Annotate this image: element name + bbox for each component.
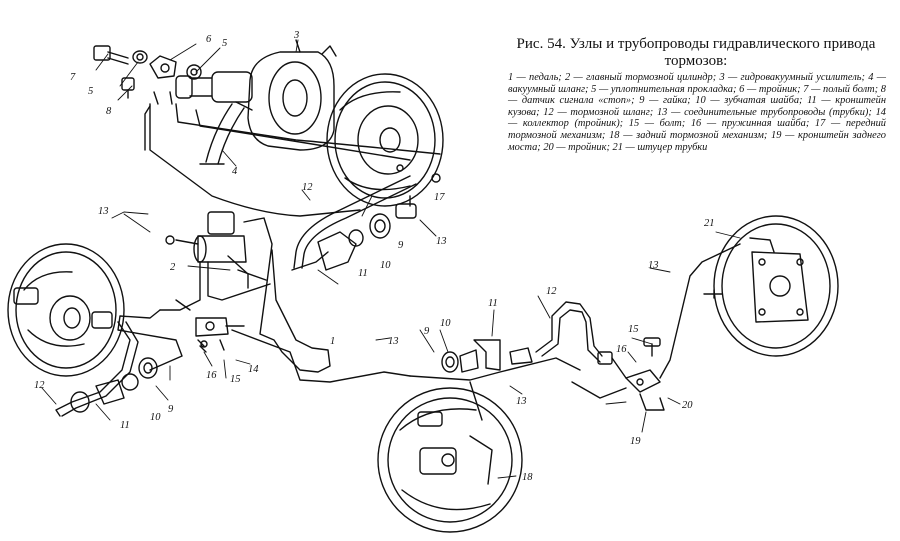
- callout-7: 7: [70, 72, 76, 83]
- callout-11-rear: 11: [488, 298, 498, 309]
- callout-10-left: 10: [150, 412, 161, 423]
- callout-21: 21: [704, 218, 715, 229]
- callout-16-rear: 16: [616, 344, 627, 355]
- callout-9-left: 9: [168, 404, 174, 415]
- rear-bracket-group: [441, 339, 533, 373]
- vacuum-booster: [175, 39, 337, 151]
- vacuum-hose: [199, 101, 253, 165]
- collector-tee: [175, 299, 245, 337]
- tee-fitting-group: [93, 45, 202, 105]
- callout-15-left: 15: [230, 374, 241, 385]
- callout-11-left: 11: [120, 420, 130, 431]
- front-left-brake-mechanism: [7, 243, 125, 377]
- brake-pedal: [227, 217, 331, 373]
- callout-11-front: 11: [358, 268, 368, 279]
- pipe-left-long: [149, 103, 361, 217]
- callout-4: 4: [232, 166, 238, 177]
- rear-hose: [535, 301, 613, 365]
- callout-3: 3: [293, 30, 299, 41]
- callout-13-center: 13: [388, 336, 399, 347]
- callout-16-left: 16: [206, 370, 217, 381]
- callout-18: 18: [522, 472, 533, 483]
- pipe-front-right: [175, 103, 441, 155]
- callout-6: 6: [206, 34, 212, 45]
- front-right-hose: [291, 175, 417, 271]
- callout-13-right: 13: [436, 236, 447, 247]
- rear-right-brake-mechanism: [703, 215, 839, 357]
- callout-10-front: 10: [380, 260, 391, 271]
- callout-9-rear: 9: [424, 326, 430, 337]
- pipe-rear-right: [659, 243, 741, 379]
- bracket-nut-group-right: [317, 213, 391, 271]
- figure-legend: 1 — педаль; 2 — главный тормозной цилинд…: [508, 72, 886, 153]
- callout-17-right: 17: [434, 192, 445, 203]
- callout-19: 19: [630, 436, 641, 447]
- callout-12-rear: 12: [546, 286, 557, 297]
- front-left-hose: [55, 321, 158, 417]
- pipe-to-rear: [409, 357, 581, 381]
- callout-20: 20: [682, 400, 693, 411]
- pipe-front-right-2: [195, 109, 411, 161]
- master-cylinder: [165, 211, 247, 263]
- callout-10-rear: 10: [440, 318, 451, 329]
- rear-left-brake-mechanism: [377, 387, 523, 533]
- callout-12-left: 12: [34, 380, 45, 391]
- callout-13-far-right: 13: [648, 260, 659, 271]
- callout-13-left: 13: [98, 206, 109, 217]
- callout-5-right: 5: [222, 38, 227, 49]
- callout-8: 8: [106, 106, 112, 117]
- callout-14: 14: [248, 364, 259, 375]
- callout-12-front: 12: [302, 182, 313, 193]
- callout-5-left: 5: [88, 86, 93, 97]
- callout-2: 2: [170, 262, 176, 273]
- pipe-mc-to-collector: [159, 261, 201, 311]
- figure-title: Рис. 54. Узлы и трубопроводы гидравличес…: [516, 36, 876, 69]
- callout-1: 1: [330, 336, 335, 347]
- callout-13-rear: 13: [516, 396, 527, 407]
- callout-15-rear: 15: [628, 324, 639, 335]
- pipe-front-left: [117, 309, 183, 371]
- front-right-brake-mechanism: [326, 73, 444, 207]
- callout-9-front: 9: [398, 240, 404, 251]
